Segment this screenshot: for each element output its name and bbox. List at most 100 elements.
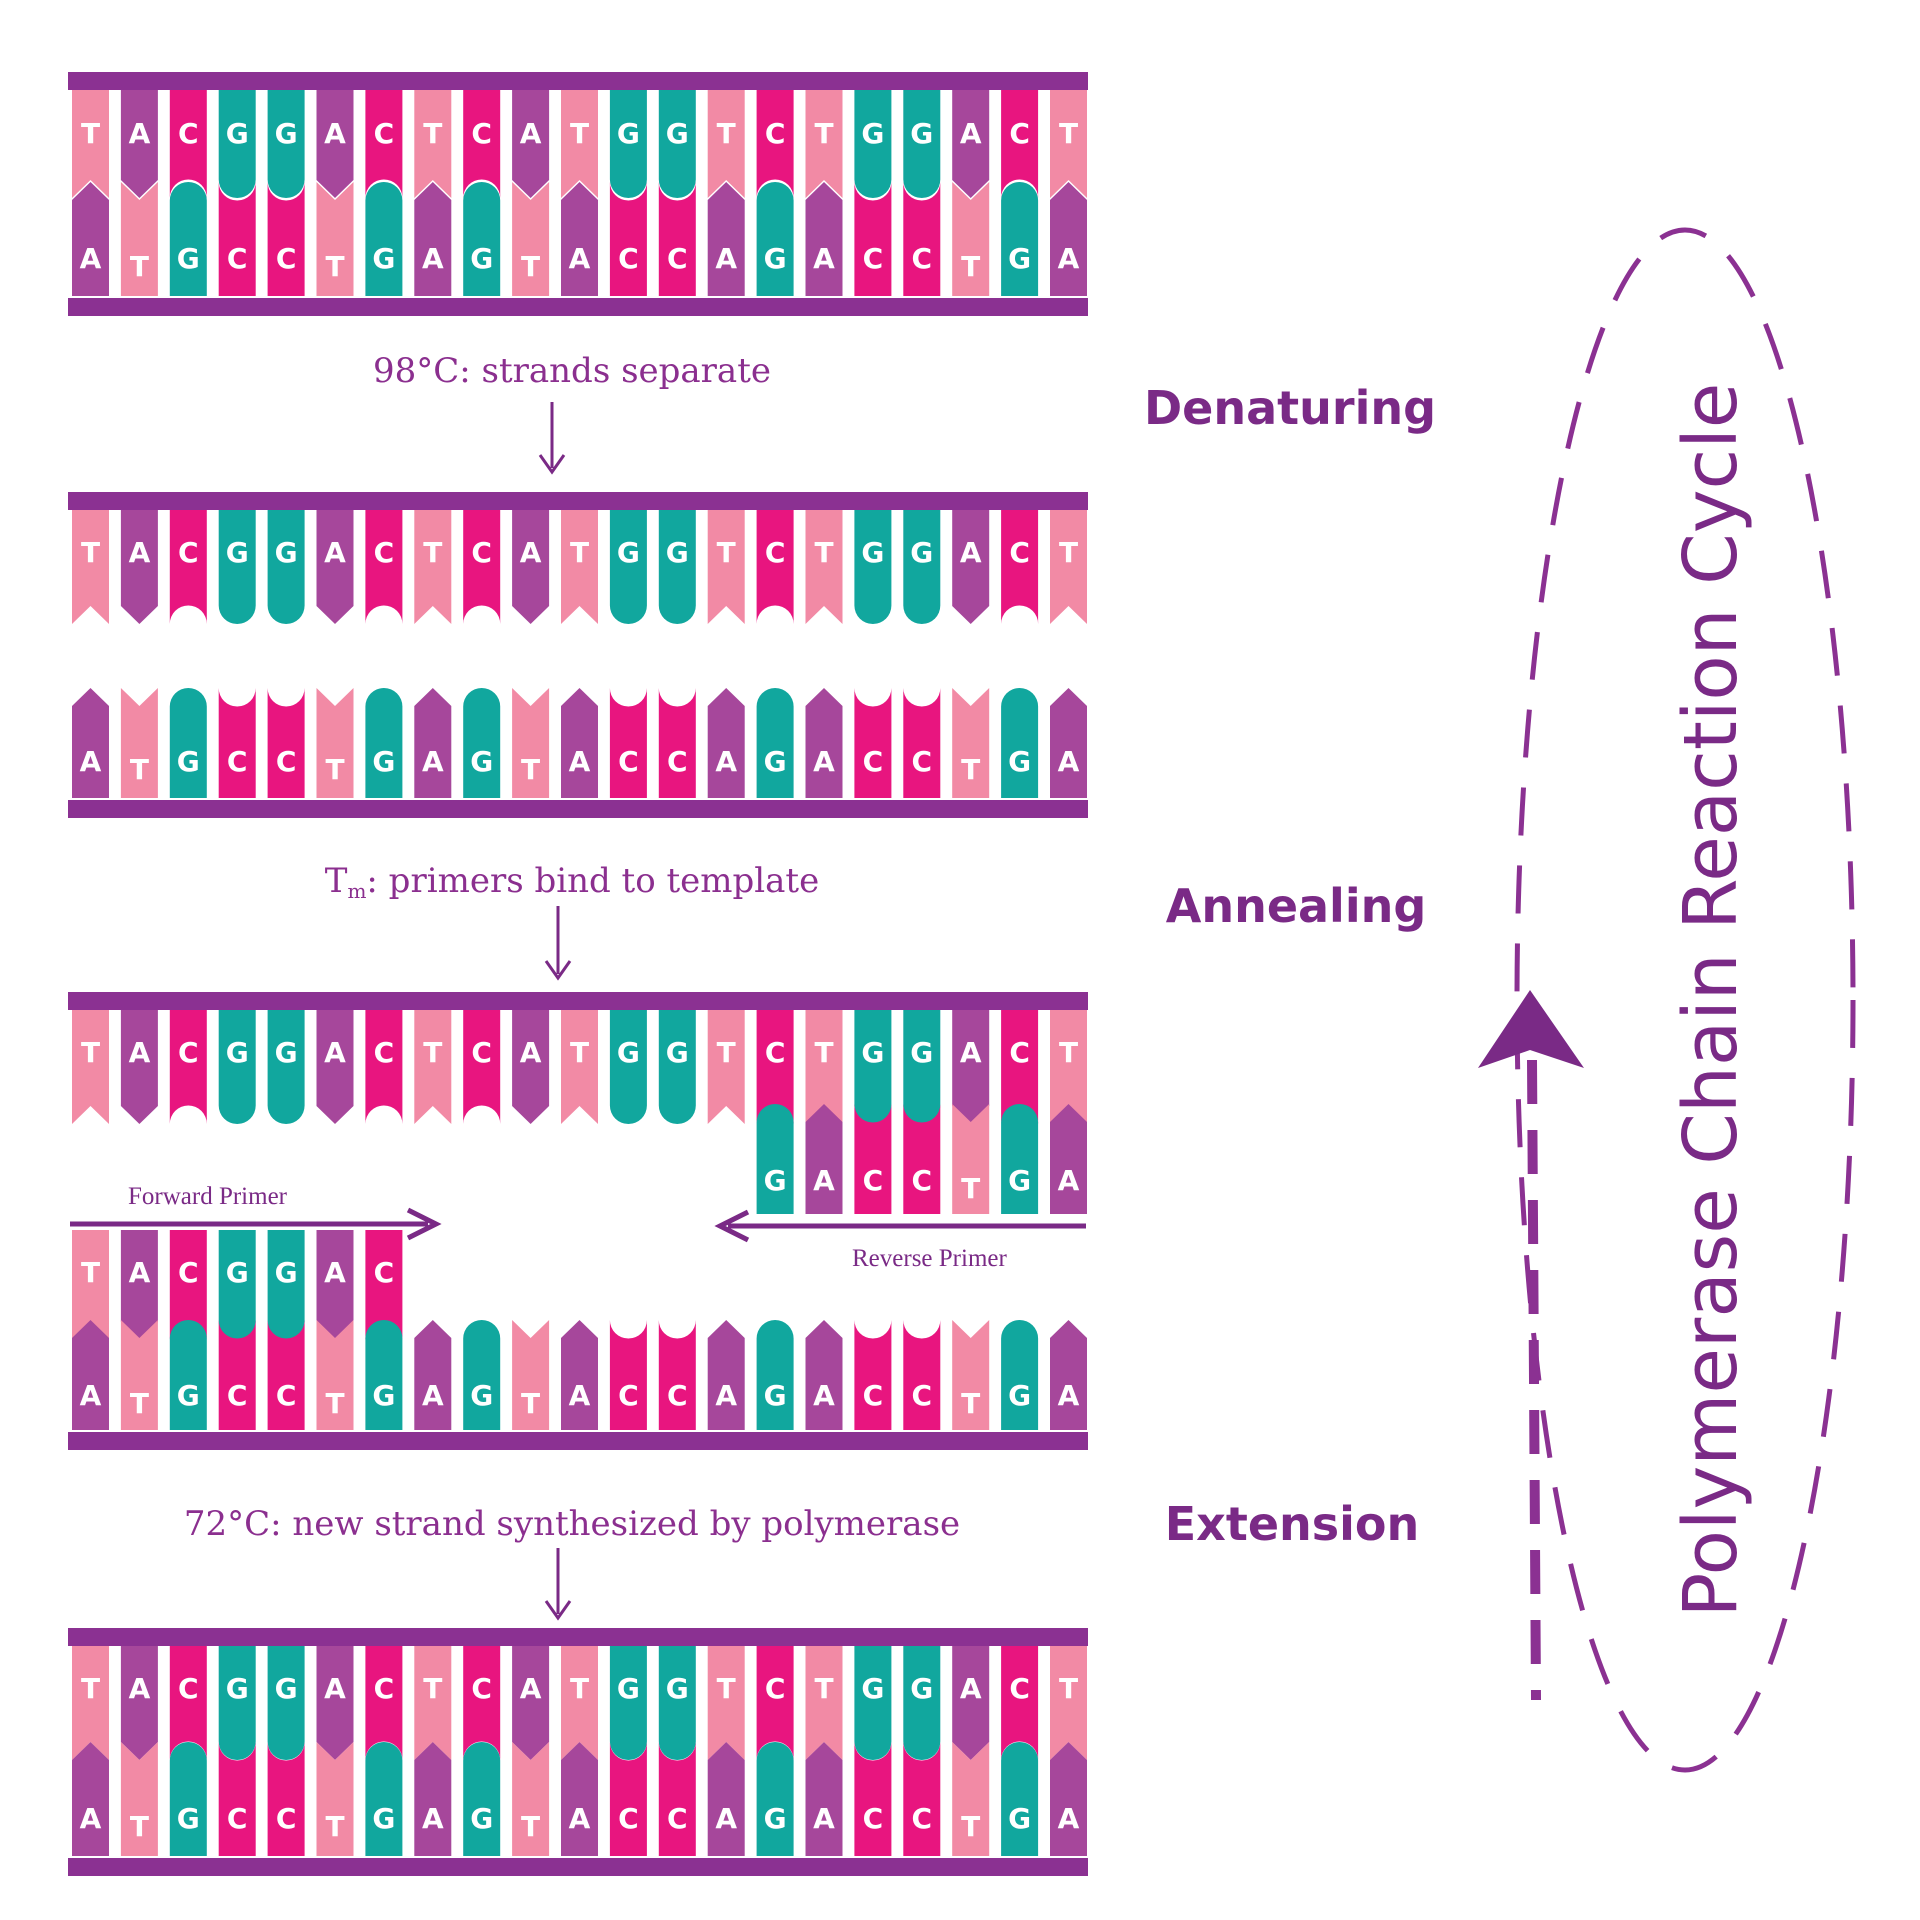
base-letter: A (422, 745, 444, 778)
nucleotide-T: T (120, 1742, 158, 1856)
nucleotide-A: A (805, 1104, 843, 1214)
tm-symbol: T (325, 861, 348, 901)
base-letter: C (374, 1672, 395, 1705)
nucleotide-G: G (609, 90, 647, 198)
backbone-bottom-4 (68, 1858, 1088, 1876)
nucleotide-C: C (609, 688, 647, 798)
base-letter: T (570, 1036, 589, 1069)
nucleotide-G: G (903, 1646, 941, 1761)
backbone-top-2 (68, 492, 1088, 510)
nucleotide-C: C (218, 1320, 256, 1430)
base-letter: A (422, 1379, 444, 1412)
nucleotide-T: T (120, 688, 158, 798)
base-letter: T (570, 536, 589, 569)
base-letter: G (617, 536, 640, 569)
nucleotide-T: T (316, 1320, 354, 1430)
nucleotide-C: C (463, 90, 501, 198)
nucleotide-A: A (561, 1320, 598, 1430)
base-letter: C (765, 536, 786, 569)
nucleotide-T: T (952, 1742, 990, 1856)
base-letter: G (861, 536, 884, 569)
nucleotide-G: G (1001, 688, 1039, 798)
base-letter: G (617, 117, 640, 150)
base-letter: G (372, 1379, 395, 1412)
nucleotide-T: T (120, 182, 158, 296)
base-letter: T (961, 250, 980, 283)
nucleotide-G: G (267, 90, 305, 198)
base-letter: G (226, 117, 249, 150)
base-letter: G (910, 536, 933, 569)
base-letter: A (324, 1256, 346, 1289)
base-letter: A (520, 536, 542, 569)
nucleotide-T: T (414, 90, 452, 198)
nucleotide-C: C (756, 510, 794, 624)
cycle-dashed-ellipse (1514, 227, 1856, 1773)
base-letter: G (1008, 242, 1031, 275)
base-letter: G (861, 117, 884, 150)
nucleotide-C: C (658, 182, 696, 296)
nucleotide-C: C (609, 182, 647, 296)
base-letter: A (569, 1802, 591, 1835)
base-letter: C (765, 117, 786, 150)
nucleotide-A: A (414, 688, 452, 798)
base-letter: G (617, 1036, 640, 1069)
nucleotide-A: A (120, 1230, 158, 1340)
nucleotide-C: C (1001, 1646, 1039, 1760)
base-letter: A (520, 117, 542, 150)
nucleotide-A: A (805, 1742, 843, 1856)
nucleotide-G: G (854, 90, 892, 198)
base-letter: C (912, 1379, 933, 1412)
base-letter: T (521, 1810, 540, 1843)
base-letter: G (177, 1379, 200, 1412)
nucleotide-A: A (512, 510, 550, 624)
base-letter: C (863, 1164, 884, 1197)
nucleotide-T: T (805, 510, 843, 624)
reverse-primer-arrow (714, 1209, 1086, 1243)
nucleotide-G: G (463, 688, 501, 798)
nucleotide-G: G (609, 510, 647, 624)
nucleotide-A: A (952, 90, 990, 198)
base-letter: T (130, 250, 149, 283)
base-letter: G (226, 536, 249, 569)
base-letter: A (129, 1672, 151, 1705)
cycle-title: Polymerase Chain Reaction Cycle (1668, 383, 1754, 1618)
base-letter: T (717, 536, 736, 569)
base-letter: G (1008, 745, 1031, 778)
nucleotide-G: G (218, 1230, 256, 1340)
base-letter: A (960, 117, 982, 150)
nucleotide-T: T (72, 1010, 109, 1124)
base-letter: C (1009, 1672, 1030, 1705)
base-letter: A (960, 1036, 982, 1069)
cycle-up-arrow (1478, 990, 1584, 1701)
nucleotide-C: C (267, 182, 305, 296)
base-letter: C (863, 1379, 884, 1412)
nucleotide-C: C (463, 1010, 501, 1124)
base-letter: T (81, 117, 100, 150)
nucleotide-G: G (169, 182, 207, 296)
nucleotide-C: C (903, 1104, 941, 1214)
nucleotide-C: C (218, 182, 256, 296)
base-letter: C (471, 1036, 492, 1069)
base-letter: T (521, 250, 540, 283)
nucleotide-T: T (561, 1646, 598, 1760)
base-letter: T (130, 1810, 149, 1843)
nucleotide-A: A (414, 182, 452, 296)
nucleotide-T: T (707, 1646, 745, 1760)
nucleotide-A: A (952, 1646, 990, 1760)
nucleotide-A: A (1050, 182, 1087, 296)
nucleotide-T: T (1050, 1646, 1087, 1760)
nucleotide-G: G (854, 510, 892, 624)
base-letter: A (324, 1036, 346, 1069)
base-letter: G (177, 745, 200, 778)
nucleotide-T: T (805, 1646, 843, 1760)
base-letter: A (813, 745, 835, 778)
base-letter: G (1008, 1379, 1031, 1412)
denaturing-down-arrow (538, 402, 566, 475)
base-letter: A (324, 536, 346, 569)
nucleotide-C: C (365, 1230, 403, 1340)
nucleotide-T: T (707, 90, 745, 198)
nucleotide-C: C (365, 510, 403, 624)
base-letter: C (227, 1802, 248, 1835)
nucleotide-G: G (609, 1646, 647, 1761)
base-letter: C (912, 1802, 933, 1835)
